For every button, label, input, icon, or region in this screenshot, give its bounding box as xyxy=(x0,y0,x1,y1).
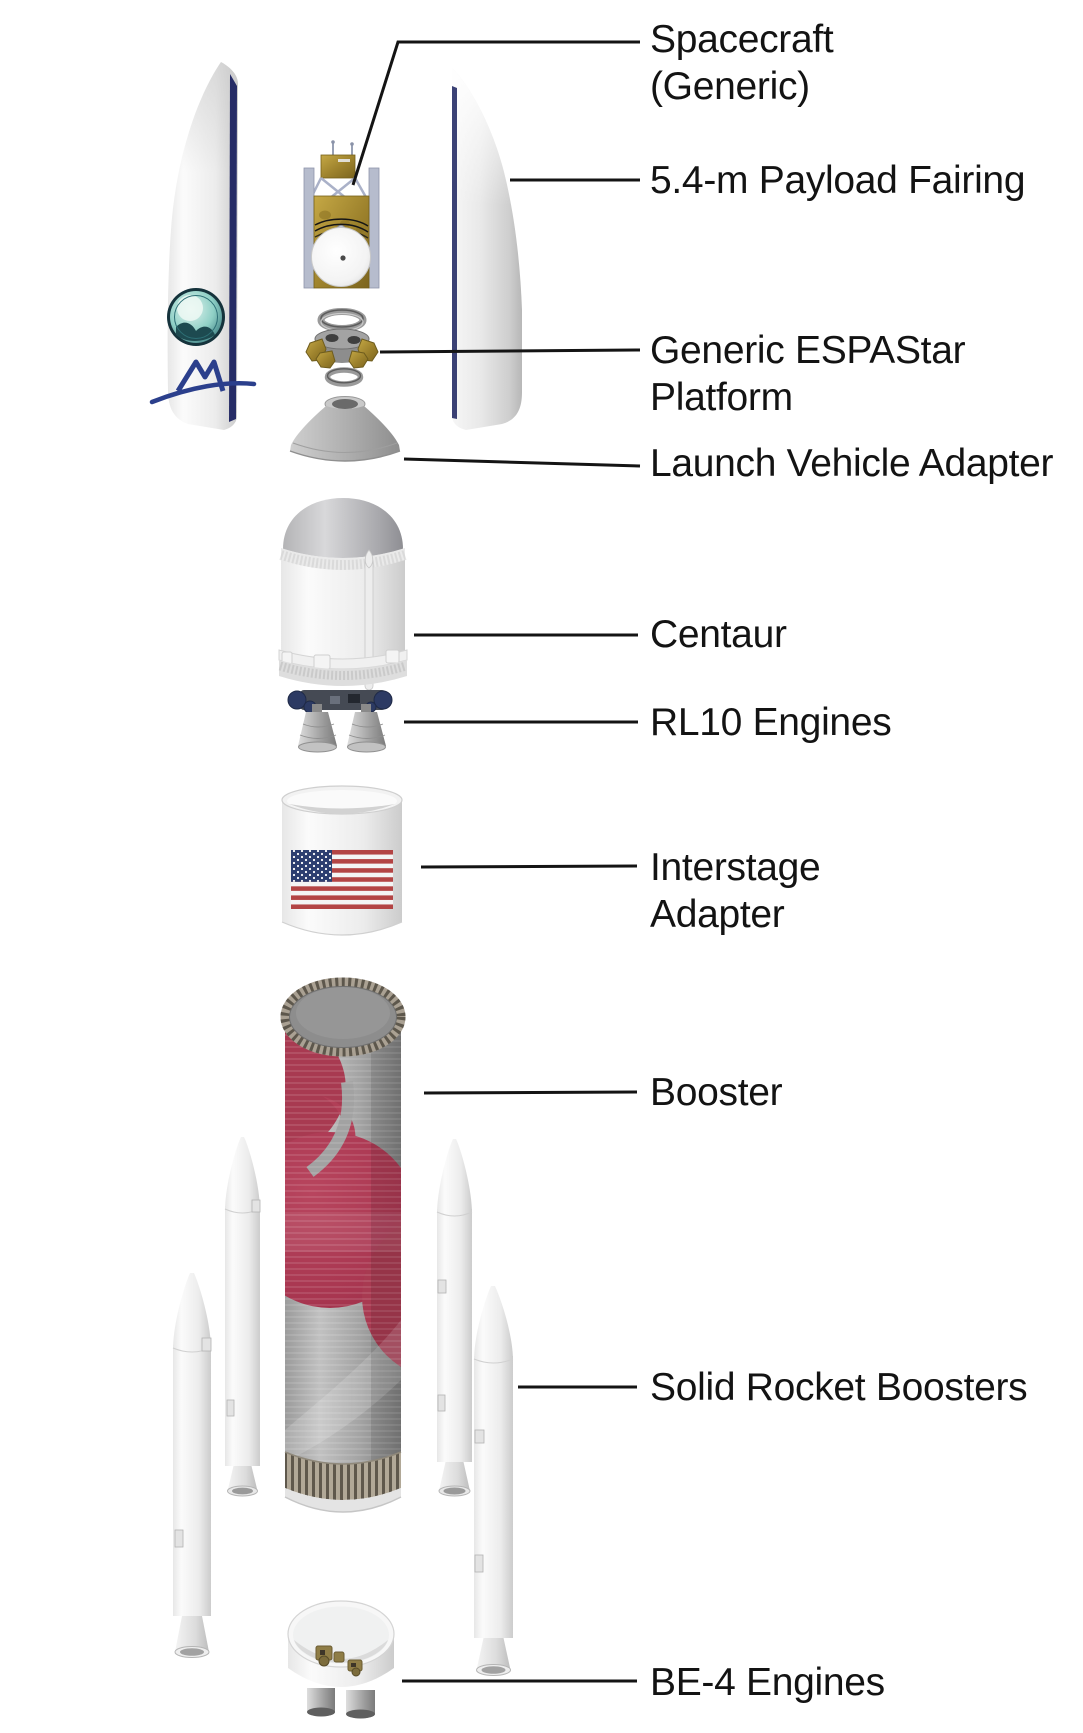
leader-booster xyxy=(423,1090,638,1095)
centaur-aft-equipment xyxy=(287,690,393,714)
booster-aft-ring xyxy=(284,1451,402,1513)
label-interstage-adapter: Interstage Adapter xyxy=(650,846,821,936)
label-be4-engines: BE-4 Engines xyxy=(650,1661,885,1704)
label-booster: Booster xyxy=(650,1071,783,1114)
espastar-platform-model xyxy=(305,328,379,369)
srb-right-inner xyxy=(436,1139,473,1497)
srb-left-outer xyxy=(172,1273,212,1658)
fairing-logo-mark xyxy=(149,359,257,405)
leader-lva xyxy=(403,457,641,468)
fairing-right-navy-stripe xyxy=(452,86,457,419)
centaur-model xyxy=(278,498,408,714)
launch-vehicle-adapter-model xyxy=(289,396,401,462)
booster-model xyxy=(280,977,406,1513)
leader-lines xyxy=(351,40,641,1683)
label-launch-vehicle-adapter: Launch Vehicle Adapter xyxy=(650,442,1054,485)
leader-espastar xyxy=(379,348,641,354)
srb-right-outer xyxy=(473,1286,514,1676)
spacecraft-model xyxy=(303,140,380,289)
separation-ring-lower xyxy=(324,367,364,387)
rl10-engines-model xyxy=(298,704,386,753)
centaur-dome xyxy=(283,498,403,558)
separation-ring-upper xyxy=(317,308,367,332)
booster-livery xyxy=(285,1016,401,1475)
label-rl10-engines: RL10 Engines xyxy=(650,701,892,744)
label-espastar-platform: Generic ESPAStar Platform xyxy=(650,329,966,419)
srb-left-inner xyxy=(224,1137,261,1497)
leader-interstage xyxy=(420,864,638,869)
leader-spacecraft xyxy=(351,40,640,186)
label-centaur: Centaur xyxy=(650,613,787,656)
us-flag xyxy=(291,850,393,909)
label-payload-fairing: 5.4-m Payload Fairing xyxy=(650,159,1026,202)
fairing-right-half xyxy=(452,68,522,430)
fairing-left-navy-stripe xyxy=(229,74,237,422)
label-solid-rocket-boosters: Solid Rocket Boosters xyxy=(650,1366,1028,1409)
booster-top-ring xyxy=(280,977,406,1057)
be4-engines-internal xyxy=(315,1645,363,1677)
interstage-adapter-model xyxy=(281,785,403,936)
be4-nozzles xyxy=(307,1688,375,1719)
label-spacecraft: Spacecraft (Generic) xyxy=(650,18,834,108)
fairing-mission-patch xyxy=(167,288,225,346)
fairing-left-half xyxy=(149,62,257,430)
be4-engine-section-model xyxy=(287,1600,395,1719)
